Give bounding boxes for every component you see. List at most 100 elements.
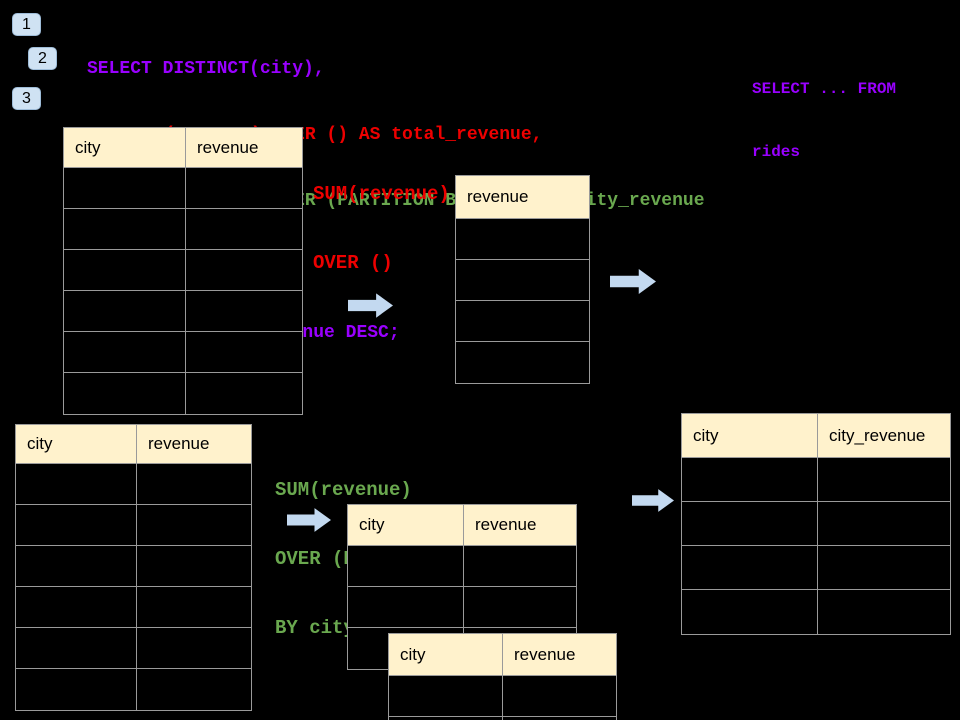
- table-row: [16, 669, 251, 710]
- table-cell-empty: [818, 546, 950, 589]
- step-badge-3: 3: [12, 87, 41, 110]
- table-cell-empty: [64, 250, 186, 290]
- table-cell-empty: [503, 676, 616, 716]
- table-cell-empty: [64, 168, 186, 208]
- table-cell-empty: [16, 546, 137, 586]
- table-cell-empty: [389, 717, 503, 720]
- table-cell-empty: [16, 669, 137, 710]
- table-cell-empty: [64, 373, 186, 414]
- table-cell-empty: [137, 628, 251, 668]
- table-cell-empty: [137, 587, 251, 627]
- table-row: [16, 546, 251, 587]
- table-row: [64, 291, 302, 332]
- table-cell-empty: [682, 546, 818, 589]
- table-row: [456, 342, 589, 383]
- table-cell-empty: [456, 301, 589, 341]
- table-cell-empty: [348, 546, 464, 586]
- arrow-right-icon: [610, 269, 656, 294]
- table-cell-empty: [818, 590, 950, 634]
- table-row: [16, 464, 251, 505]
- arrow-right-icon: [348, 292, 393, 319]
- table-row: [682, 590, 950, 634]
- table-cell-empty: [186, 168, 302, 208]
- table-row: [456, 260, 589, 301]
- table-row: [456, 301, 589, 342]
- table-cell-empty: [64, 332, 186, 372]
- table-row: [16, 628, 251, 669]
- table-row: [64, 332, 302, 373]
- column-header: revenue: [456, 176, 589, 218]
- column-header: city: [64, 128, 186, 167]
- table-cell-empty: [16, 628, 137, 668]
- sql-line-select: SELECT DISTINCT(city),: [87, 59, 325, 79]
- table-cell-empty: [137, 505, 251, 545]
- table-row: [64, 373, 302, 414]
- table-cell-empty: [456, 219, 589, 259]
- table-cell-empty: [348, 587, 464, 627]
- table-cell-empty: [137, 464, 251, 504]
- label-total-window: SUM(revenue) OVER (): [313, 137, 450, 321]
- column-header: revenue: [464, 505, 576, 545]
- table-row: [348, 587, 576, 628]
- table-cell-empty: [186, 332, 302, 372]
- step-badge-2: 2: [28, 47, 57, 70]
- table-cell-empty: [456, 342, 589, 383]
- table-cell-empty: [186, 291, 302, 331]
- table-cell-empty: [389, 676, 503, 716]
- table-cell-empty: [137, 546, 251, 586]
- table-cell-empty: [137, 669, 251, 710]
- table-cell-empty: [818, 458, 950, 501]
- arrow-right-icon: [632, 488, 674, 513]
- side-note-line-1: SELECT ... FROM: [752, 80, 897, 98]
- table-row: [16, 587, 251, 628]
- column-header: city_revenue: [818, 414, 950, 457]
- table-cell-empty: [456, 260, 589, 300]
- table-row: [348, 546, 576, 587]
- table-cell-empty: [186, 373, 302, 414]
- table-cell-empty: [64, 291, 186, 331]
- table-row: [682, 502, 950, 546]
- table-cell-empty: [682, 590, 818, 634]
- side-note-select-from-rides: SELECT ... FROM rides: [752, 37, 896, 205]
- table-cell-empty: [186, 209, 302, 249]
- arrow-right-icon: [287, 507, 331, 533]
- table-cell-empty: [818, 502, 950, 545]
- step-badge-1: 1: [12, 13, 41, 36]
- column-header: city: [348, 505, 464, 545]
- table-cell-empty: [64, 209, 186, 249]
- table-cell-empty: [16, 587, 137, 627]
- table-row: [456, 219, 589, 260]
- table-cell-empty: [16, 464, 137, 504]
- column-header: revenue: [137, 425, 251, 463]
- table-cell-empty: [16, 505, 137, 545]
- table-row: [389, 676, 616, 717]
- table-row: [389, 717, 616, 720]
- table-row: [682, 458, 950, 502]
- table-row: [682, 546, 950, 590]
- table-row: [64, 168, 302, 209]
- side-note-line-2: rides: [752, 143, 801, 161]
- table-cell-empty: [186, 250, 302, 290]
- label-total-line-1: SUM(revenue): [313, 183, 450, 205]
- label-total-line-2: OVER (): [313, 252, 393, 274]
- table-cell-empty: [464, 546, 576, 586]
- table-cell-empty: [682, 458, 818, 501]
- table-cell-empty: [464, 587, 576, 627]
- label-partition-line-1: SUM(revenue): [275, 479, 412, 501]
- table-row: [16, 505, 251, 546]
- column-header: revenue: [503, 634, 616, 675]
- table-revenue-column: revenue: [455, 175, 590, 384]
- table-header-row: revenue: [456, 176, 589, 219]
- column-header: revenue: [186, 128, 302, 167]
- column-header: city: [389, 634, 503, 675]
- column-header: city: [682, 414, 818, 457]
